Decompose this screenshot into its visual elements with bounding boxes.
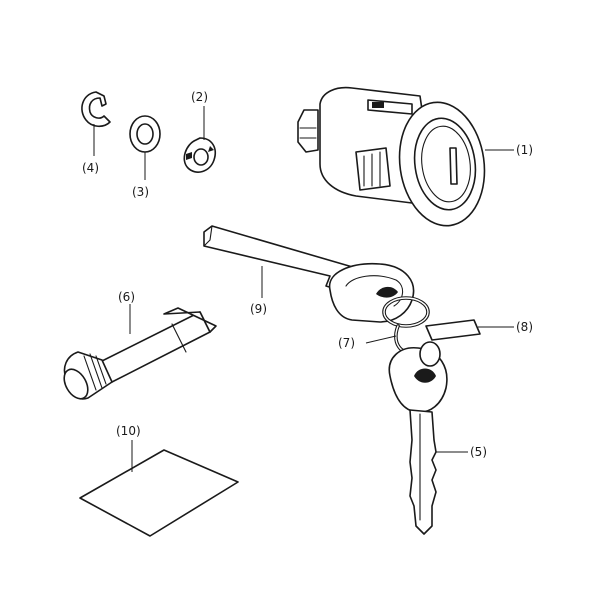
grease-tube [63,307,217,400]
label-key-ring: (7) [338,336,355,350]
label-lock-washer: (2) [191,90,208,104]
label-sheet: (10) [116,424,141,438]
e-clip [81,91,111,128]
washer [129,115,161,153]
label-key: (5) [470,445,487,459]
key [388,341,448,535]
key-tab [425,319,481,341]
key-fob-upper [328,262,415,323]
sheet [79,449,239,537]
label-lock-cylinder: (1) [516,143,533,157]
label-washer: (3) [132,185,149,199]
label-e-clip: (4) [82,161,99,175]
label-grease-tube: (6) [118,290,135,304]
lock-washer [183,137,216,173]
label-key-tab: (8) [516,320,533,334]
leader-key-ring [365,335,397,344]
lock-cylinder [297,86,486,227]
label-key-tag: (9) [250,302,267,316]
